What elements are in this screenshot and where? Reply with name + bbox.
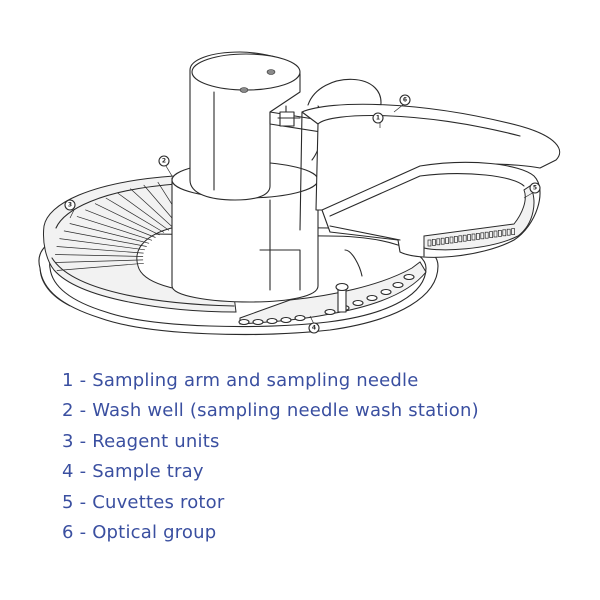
legend-item-4: 4 - Sample tray (62, 461, 204, 483)
reagent-slot-divider (117, 192, 170, 231)
callout-6-number: 6 (403, 97, 407, 104)
cuvette-cell (436, 238, 441, 246)
legend-item-1: 1 - Sampling arm and sampling needle (62, 370, 419, 391)
reagent-slot-divider (56, 246, 144, 254)
legend-list: 1 - Sampling arm and sampling needle 2 -… (62, 366, 479, 548)
reagent-slot-divider (69, 223, 150, 244)
cuvette-cells (427, 228, 515, 247)
reagent-slot-divider (55, 254, 144, 257)
callout-4-number: 4 (312, 325, 316, 332)
cuvette-cell (489, 231, 493, 238)
cuvette-cell (493, 230, 498, 238)
reagent-slot-divider (59, 238, 145, 251)
cuvette-cell (480, 232, 485, 240)
cuvette-cell (432, 239, 436, 246)
reagent-slot-divider (130, 188, 175, 229)
callout-4: 4 (308, 322, 320, 334)
reagent-slot-divider (85, 209, 156, 238)
cuvette-cell (449, 236, 454, 244)
reagent-slot-divider (63, 230, 147, 247)
reagent-slot-divider (105, 197, 165, 233)
callout-1: 1 (372, 112, 384, 124)
cuvette-cell (511, 228, 515, 235)
reagent-slot-divider (56, 262, 144, 271)
callout-1-number: 1 (376, 115, 380, 122)
cuvette-cell (467, 234, 471, 241)
cuvette-cell (427, 239, 432, 247)
legend-item-6: 6 - Optical group (62, 521, 217, 543)
cuvette-cell (462, 234, 467, 242)
cuvette-cell (440, 237, 445, 245)
cuvette-cell (498, 230, 502, 237)
cuvette-cell (506, 228, 511, 236)
cuvette-cell (458, 235, 463, 243)
cuvette-cell (484, 231, 489, 239)
callout-5-number: 5 (533, 185, 537, 192)
callout-6: 6 (399, 94, 411, 106)
callout-2: 2 (158, 155, 170, 167)
callout-2-number: 2 (162, 158, 166, 165)
analyzer-diagram: 6 1 2 3 5 4 (38, 51, 561, 336)
cuvettes-rotor (423, 185, 535, 257)
sample-tray (238, 249, 427, 326)
cuvette-cell (454, 236, 458, 243)
callout-5: 5 (529, 182, 541, 194)
cuvette-cell (476, 233, 480, 240)
cuvette-cell (471, 233, 476, 241)
reagent-slot-divider (94, 203, 160, 236)
callout-3: 3 (64, 199, 76, 211)
reagent-slot-divider (55, 259, 144, 263)
cuvette-cell (502, 229, 507, 237)
cuvette-cell (445, 237, 449, 244)
central-column (171, 51, 319, 303)
reagent-slot-divider (76, 216, 153, 241)
legend-item-2: 2 - Wash well (sampling needle wash stat… (62, 400, 479, 422)
legend-item-5: 5 - Cuvettes rotor (62, 491, 225, 513)
legend-item-3: 3 - Reagent units (62, 430, 220, 452)
callout-3-number: 3 (68, 202, 72, 209)
